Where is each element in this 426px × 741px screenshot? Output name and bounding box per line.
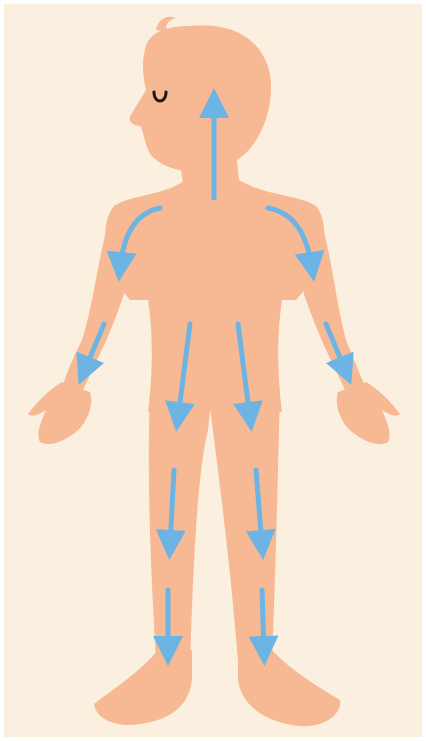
arrow-right-shin: [262, 590, 264, 652]
